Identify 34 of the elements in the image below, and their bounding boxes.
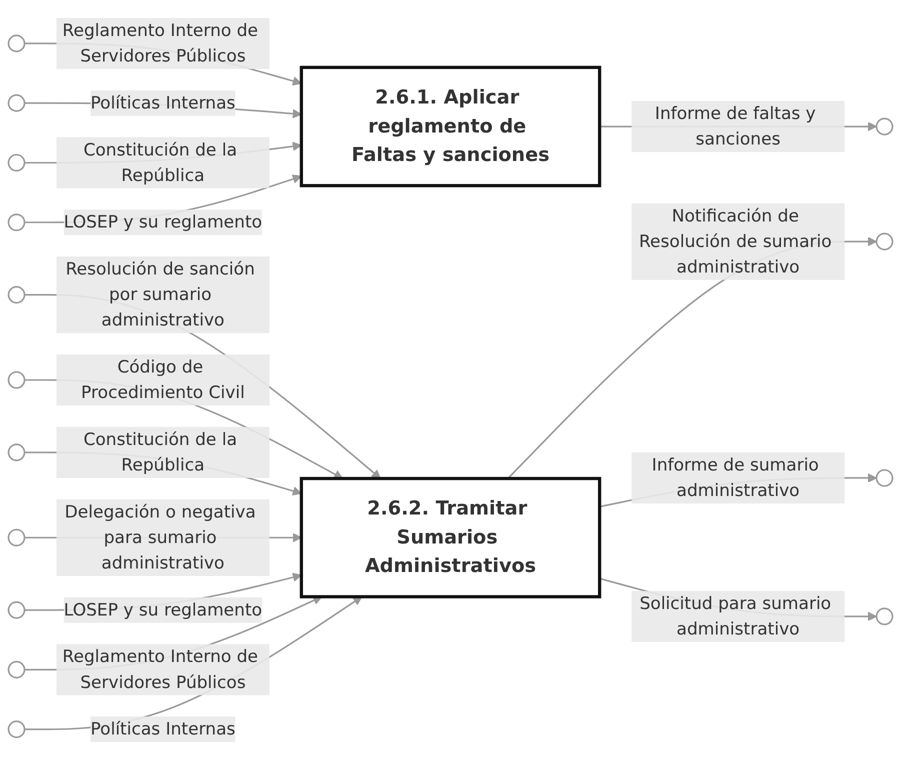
node-circle	[8, 720, 26, 738]
edge-label: Delegación o negativa para sumario administrativo	[64, 501, 256, 573]
edge-label: Informe de sumario administrativo	[652, 454, 819, 500]
node-circle	[876, 469, 894, 487]
node-box: 2.6.2. Tramitar Sumarios Administrativos	[300, 476, 602, 598]
node-circle	[8, 601, 26, 619]
edge-label: Resolución de sanción por sumario administrativo	[66, 258, 255, 330]
node-circle	[8, 444, 26, 462]
edge-label: Informe de faltas y sanciones	[654, 103, 816, 149]
edge-label: LOSEP y su reglamento	[64, 599, 262, 620]
arrow	[24, 379, 344, 479]
edge-label: Solicitud para sumario administrativo	[640, 593, 832, 639]
node-box: 2.6.1. Aplicar reglamento de Faltas y sanciones	[300, 66, 602, 188]
edge-label: Reglamento Interno de Servidores Públicos	[62, 20, 258, 66]
node-circle	[8, 660, 26, 678]
node-circle	[876, 608, 894, 626]
edge-label: Reglamento Interno de Servidores Públicos	[62, 646, 258, 692]
node-circle	[8, 94, 26, 112]
node-circle	[8, 528, 26, 546]
edge-label: Notificación de Resolución de sumario administrativo	[638, 205, 832, 277]
edge-label: LOSEP y su reglamento	[64, 212, 262, 232]
edge-label: Políticas Internas	[90, 92, 236, 113]
edge-label: Constitución de la República	[83, 428, 238, 475]
node-circle	[8, 286, 26, 304]
arrow	[24, 596, 322, 670]
node-circle	[8, 154, 26, 172]
node-circle	[876, 118, 894, 136]
node-circle	[876, 232, 894, 250]
edge-label: Políticas Internas	[90, 718, 236, 739]
node-circle	[8, 371, 26, 389]
node-circle	[8, 34, 26, 52]
edge-label: Constitución de la República	[83, 139, 238, 186]
edge-label: Código de Procedimiento Civil	[81, 356, 245, 402]
node-circle	[8, 214, 26, 232]
